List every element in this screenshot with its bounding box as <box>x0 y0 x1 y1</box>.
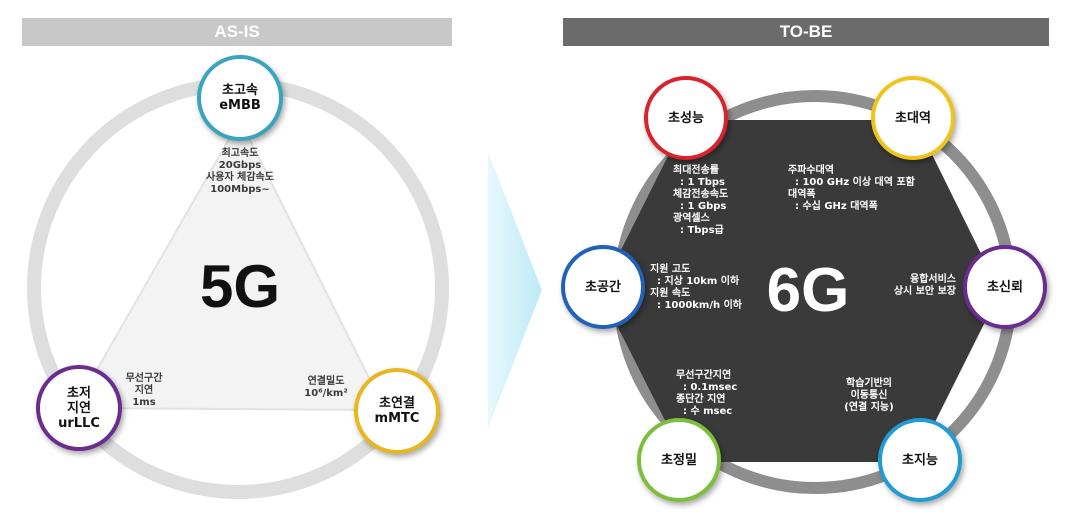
as-is-triangle <box>73 117 387 412</box>
transition-arrow <box>488 152 542 428</box>
to-be-spec-precision: 무선구간지연 : 0.1msec 종단간 지연 : 수 msec <box>676 370 738 417</box>
node-bandwidth: 초대역 <box>871 76 955 160</box>
to-be-spec-performance: 최대전송률 : 1 Tbps 체감전송속도 : 1 Gbps 광역셀스 : Tb… <box>673 165 729 236</box>
as-is-spec-urllc: 무선구간 지연 1ms <box>125 373 163 408</box>
node-embb: 초고속 eMBB <box>197 55 283 141</box>
as-is-center-label: 5G <box>199 253 281 320</box>
to-be-spec-intelligence: 학습기반의 이동통신 (연결 지능) <box>844 378 894 413</box>
node-space: 초공간 <box>561 245 645 329</box>
as-is-spec-embb: 최고속도 20Gbps 사용자 체감속도 100Mbps~ <box>206 148 274 195</box>
to-be-header: TO-BE <box>563 18 1049 46</box>
node-precision: 초정밀 <box>637 418 721 502</box>
node-urllc: 초저 지연 urLLC <box>36 365 122 451</box>
as-is-header: AS-IS <box>22 18 452 46</box>
to-be-spec-space: 지원 고도 : 지상 10km 이하 지원 속도 : 1000km/h 이하 <box>650 264 742 311</box>
node-reliability: 초신뢰 <box>963 245 1047 329</box>
as-is-spec-mmtc: 연결밀도 10⁶/km² <box>304 376 348 399</box>
to-be-hexagon <box>600 120 1000 462</box>
to-be-spec-reliability: 융합서비스 상시 보안 보장 <box>893 274 956 297</box>
to-be-spec-bandwidth: 주파수대역 : 100 GHz 이상 대역 포함 대역폭 : 수십 GHz 대역… <box>788 165 915 212</box>
node-intelligence: 초지능 <box>878 418 962 502</box>
node-performance: 초성능 <box>644 76 728 160</box>
to-be-center-label: 6G <box>766 256 850 325</box>
node-mmtc: 초연결 mMTC <box>354 368 440 454</box>
